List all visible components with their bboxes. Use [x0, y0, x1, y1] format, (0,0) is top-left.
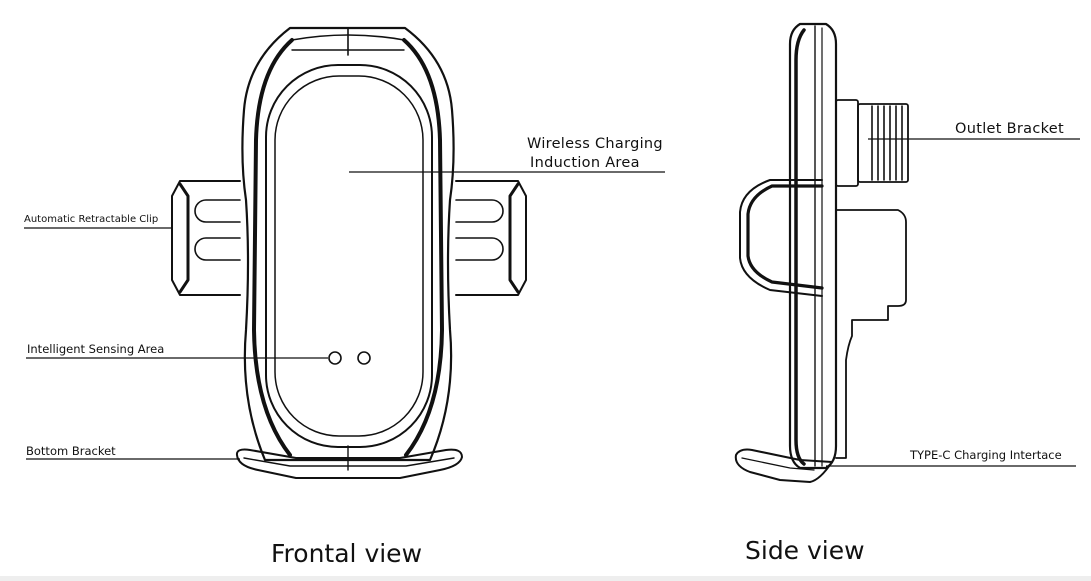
frontal-view-drawing — [171, 26, 527, 479]
label-wireless-line2: Induction Area — [530, 155, 640, 171]
sensing-dot-right — [357, 351, 371, 365]
frontal-leader-lines — [24, 171, 665, 460]
front-bottom-bracket — [235, 445, 463, 479]
front-outer-shell — [241, 26, 455, 462]
label-bottom-bracket: Bottom Bracket — [26, 444, 116, 458]
label-auto-clip: Automatic Retractable Clip — [24, 214, 159, 225]
label-wireless-line1: Wireless Charging — [527, 136, 663, 152]
left-retractable-clip — [171, 180, 241, 296]
side-bottom-bracket — [734, 448, 833, 483]
label-typec: TYPE-C Charging Intertace — [910, 448, 1062, 462]
sensing-dot-left — [328, 351, 342, 365]
bottom-rule — [0, 576, 1091, 581]
side-rear-block — [835, 209, 907, 459]
side-clip — [739, 179, 824, 297]
label-outlet-bracket: Outlet Bracket — [955, 121, 1064, 137]
right-retractable-clip — [455, 180, 527, 296]
outlet-bracket — [835, 99, 909, 187]
side-view-drawing — [734, 22, 909, 483]
side-main-plate — [788, 22, 838, 470]
induction-area-pill — [265, 64, 433, 448]
side-leader-lines — [826, 138, 1080, 467]
side-view-title: Side view — [745, 536, 865, 565]
frontal-view-title: Frontal view — [271, 539, 423, 568]
label-sensing: Intelligent Sensing Area — [27, 342, 165, 356]
